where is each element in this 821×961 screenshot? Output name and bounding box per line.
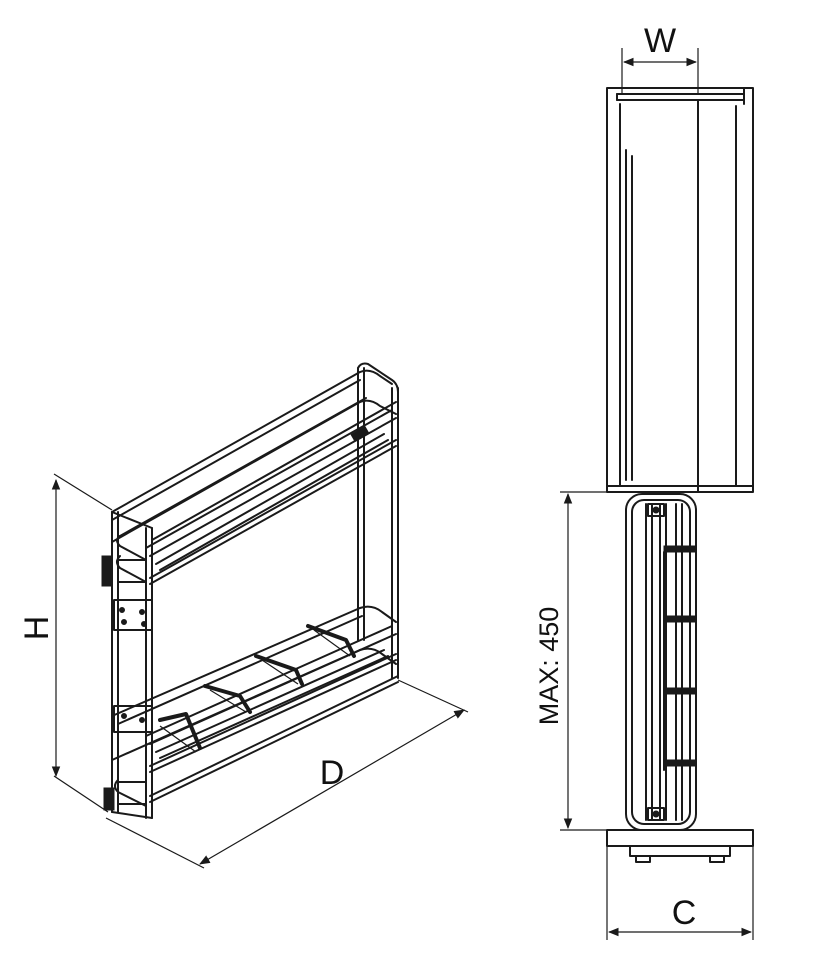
- height-dimension: H: [18, 473, 113, 813]
- slide-column: [625, 493, 697, 831]
- base-rail: [606, 829, 754, 863]
- clearance-dimension: C: [606, 846, 754, 940]
- max-extension-dimension: MAX: 450: [534, 491, 624, 831]
- depth-dimension: D: [105, 679, 469, 869]
- front-door-panel: [606, 87, 754, 493]
- lower-shelf: [111, 605, 399, 807]
- mounting-plates: [101, 555, 153, 811]
- side-elevation-view: W MAX: 450: [534, 22, 754, 940]
- back-frame: [357, 362, 399, 679]
- isometric-basket-view: H D: [18, 362, 469, 869]
- width-label: W: [644, 22, 676, 60]
- upper-shelf: [111, 369, 397, 585]
- width-dimension: W: [621, 22, 699, 94]
- height-label: H: [18, 616, 56, 641]
- bottle-dividers: [158, 624, 356, 753]
- max-extension-label: MAX: 450: [534, 607, 564, 726]
- depth-label: D: [320, 754, 345, 792]
- clearance-label: C: [672, 894, 697, 932]
